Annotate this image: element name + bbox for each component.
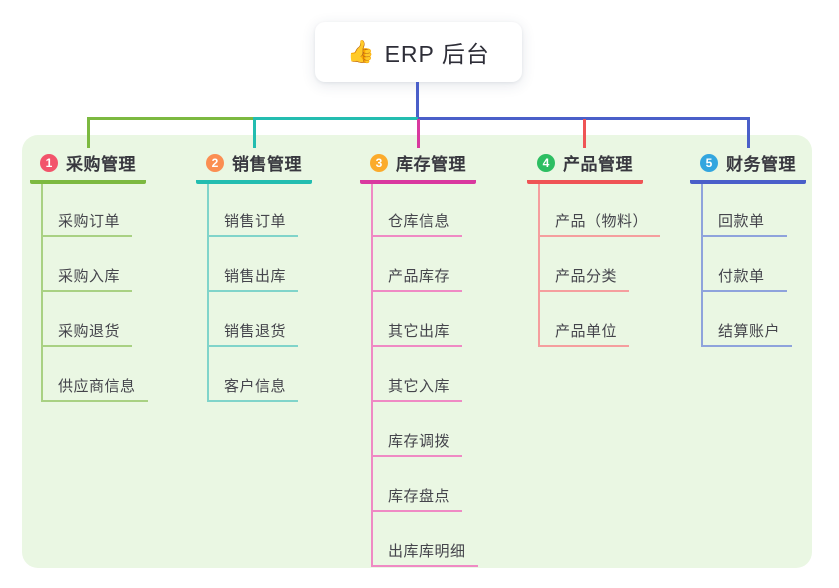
connector-segment	[747, 117, 750, 148]
child-node[interactable]: 产品库存	[373, 237, 463, 292]
child-node[interactable]: 供应商信息	[43, 347, 148, 402]
branch-children: 销售订单销售出库销售退货客户信息	[207, 184, 299, 402]
child-node-label: 回款单	[718, 213, 765, 230]
child-node-label: 产品（物料）	[555, 213, 649, 230]
branch-1[interactable]: 1 采购管理 采购订单采购入库采购退货供应商信息	[30, 148, 180, 402]
branch-children: 回款单付款单结算账户	[701, 184, 793, 347]
child-node-label: 产品单位	[555, 323, 618, 340]
child-node[interactable]: 销售出库	[209, 237, 299, 292]
branch-4[interactable]: 4 产品管理 产品（物料） 产品分类产品单位	[527, 148, 677, 347]
connector-segment	[254, 117, 418, 120]
branch-children: 采购订单采购入库采购退货供应商信息	[41, 184, 148, 402]
child-node[interactable]: 采购入库	[43, 237, 133, 292]
branch-label: 库存管理	[396, 155, 466, 174]
branch-number-badge: 5	[700, 153, 718, 172]
connector-segment	[583, 119, 586, 148]
child-node-label: 采购入库	[58, 268, 121, 285]
connector-segment	[87, 117, 255, 120]
child-node[interactable]: 库存盘点	[373, 457, 463, 512]
child-node[interactable]: 其它入库	[373, 347, 463, 402]
child-node[interactable]: 结算账户	[703, 292, 793, 347]
child-node[interactable]: 采购订单	[43, 184, 133, 237]
branch-5[interactable]: 5 财务管理 回款单付款单结算账户	[690, 148, 839, 347]
child-node-label: 产品分类	[555, 268, 618, 285]
branch-label: 财务管理	[726, 155, 796, 174]
child-node[interactable]: 其它出库	[373, 292, 463, 347]
child-node[interactable]: 销售订单	[209, 184, 299, 237]
branch-number-badge: 1	[40, 153, 58, 172]
branch-header[interactable]: 3 库存管理	[360, 148, 476, 184]
branch-number-badge: 4	[537, 153, 555, 172]
child-node-label: 客户信息	[224, 378, 287, 395]
branch-children: 产品（物料） 产品分类产品单位	[538, 184, 661, 347]
connector-segment	[418, 117, 749, 120]
child-node[interactable]: 付款单	[703, 237, 787, 292]
child-node-label: 采购退货	[58, 323, 121, 340]
child-node-label: 其它入库	[388, 378, 451, 395]
connector-segment	[417, 119, 420, 148]
branch-header[interactable]: 4 产品管理	[527, 148, 643, 184]
child-node[interactable]: 产品分类	[540, 237, 630, 292]
branch-label: 产品管理	[563, 155, 633, 174]
mindmap-canvas	[22, 135, 812, 568]
child-node[interactable]: 库存调拨	[373, 402, 463, 457]
child-node-label: 产品库存	[388, 268, 451, 285]
connector-segment	[87, 117, 90, 148]
child-node-label: 供应商信息	[58, 378, 136, 395]
branch-3[interactable]: 3 库存管理 仓库信息产品库存其它出库其它入库库存调拨库存盘点出库库明细	[360, 148, 510, 567]
branch-header[interactable]: 1 采购管理	[30, 148, 146, 184]
child-node-label: 付款单	[718, 268, 765, 285]
child-node-label: 销售退货	[224, 323, 287, 340]
child-node-label: 库存调拨	[388, 433, 451, 450]
child-node[interactable]: 出库库明细	[373, 512, 478, 567]
branch-label: 采购管理	[66, 155, 136, 174]
branch-header[interactable]: 5 财务管理	[690, 148, 806, 184]
child-node[interactable]: 客户信息	[209, 347, 299, 402]
child-node-label: 出库库明细	[388, 543, 466, 560]
root-node-erp-backend[interactable]: 👍 ERP 后台	[315, 22, 522, 82]
child-node[interactable]: 回款单	[703, 184, 787, 237]
root-node-label: ERP 后台	[384, 41, 490, 67]
branch-2[interactable]: 2 销售管理 销售订单销售出库销售退货客户信息	[196, 148, 346, 402]
child-node[interactable]: 仓库信息	[373, 184, 463, 237]
child-node-label: 销售出库	[224, 268, 287, 285]
child-node-label: 其它出库	[388, 323, 451, 340]
connector-segment	[253, 117, 256, 148]
thumbs-up-icon: 👍	[347, 39, 376, 64]
child-node[interactable]: 产品单位	[540, 292, 630, 347]
branch-number-badge: 2	[206, 153, 224, 172]
child-node-label: 库存盘点	[388, 488, 451, 505]
child-node-label: 销售订单	[224, 213, 287, 230]
child-node-label: 仓库信息	[388, 213, 451, 230]
child-node[interactable]: 采购退货	[43, 292, 133, 347]
child-node[interactable]: 销售退货	[209, 292, 299, 347]
branch-number-badge: 3	[370, 153, 388, 172]
branch-label: 销售管理	[232, 155, 302, 174]
child-node-label: 采购订单	[58, 213, 121, 230]
branch-header[interactable]: 2 销售管理	[196, 148, 312, 184]
branch-children: 仓库信息产品库存其它出库其它入库库存调拨库存盘点出库库明细	[371, 184, 478, 567]
connector-segment	[416, 82, 419, 118]
child-node[interactable]: 产品（物料）	[540, 184, 661, 237]
child-node-label: 结算账户	[718, 323, 781, 340]
